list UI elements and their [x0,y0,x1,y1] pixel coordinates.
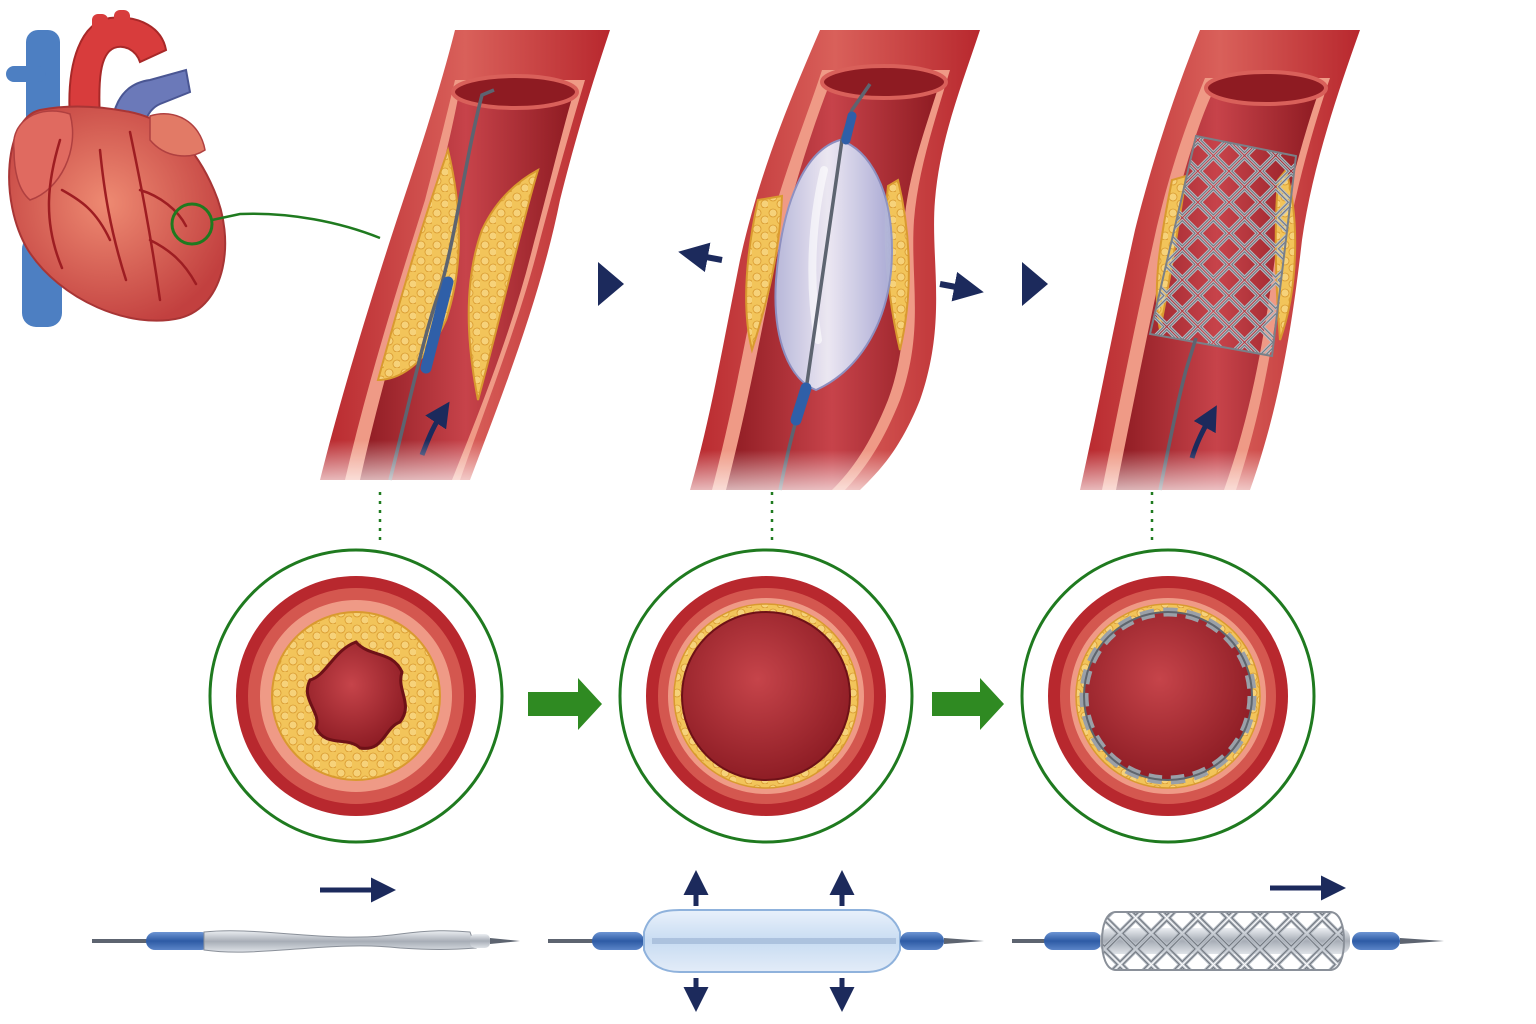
right-atrium [13,110,74,201]
coronary-arteries [47,130,198,302]
heart-illustration [6,10,227,327]
compressed-plaque-left [745,194,784,354]
deployed-stent [1148,134,1298,358]
green-arrow-right-icon [932,678,1004,730]
vessel-opening [451,74,579,110]
cross-section-after-balloon [618,548,914,844]
chevron-right-icon [1022,262,1048,306]
expansion-arrow-icon [939,271,984,302]
chevron-right-icon [598,262,624,306]
green-arrow-right-icon [528,678,602,730]
catheter-hub [146,932,210,950]
device-stent-catheter [1012,875,1444,971]
expansion-arrow-icon [678,242,723,273]
guidewire [388,88,495,481]
stage-3-vessel [1060,30,1360,510]
device-balloon-catheter [548,870,984,1012]
aorta [68,16,168,121]
cross-section-with-stent [1020,548,1316,844]
callout-line [211,212,381,240]
left-atrium [149,113,206,157]
device-guidewire-catheter [92,877,520,953]
magnifier-circle-icon [170,202,214,246]
inflated-balloon [774,138,894,392]
plaque-right [467,167,540,401]
crimped-stent [1100,911,1346,971]
catheter-tip [490,938,520,944]
narrowed-lumen [305,640,407,750]
cross-section-plaque-narrowed [208,548,504,844]
stage-2-vessel [670,30,980,510]
widened-lumen [681,611,851,781]
catheter-tip [420,276,454,374]
catheter-shaft [203,930,477,953]
stage-1-vessel [290,30,610,500]
